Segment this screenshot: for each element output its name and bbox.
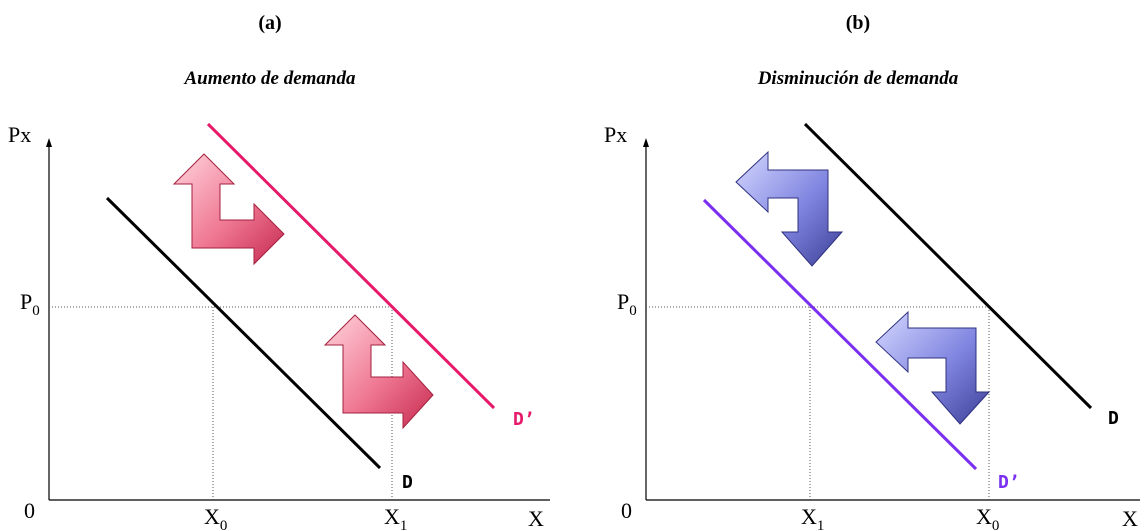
panel-b-origin-label: 0: [621, 498, 632, 523]
panel-b-curve-d-prime-label: D’: [998, 472, 1020, 493]
panel-b-shift-arrow-upper: [735, 150, 844, 267]
panel-a-x-left-label: X0: [204, 504, 227, 531]
panel-b-x-left-label: X1: [801, 504, 824, 531]
panel-a-shift-arrow-lower: [323, 314, 434, 430]
panel-a-price-label: P0: [20, 289, 40, 319]
panel-a-curve-d-label: D: [402, 472, 413, 493]
panel-b-demand-curve-d: [803, 122, 1093, 410]
panel-a-origin-label: 0: [24, 498, 35, 523]
panel-a: (a) Aumento de demanda Px X 0 P0 X0 X1 D…: [8, 12, 550, 531]
panel-a-y-label: Px: [8, 122, 31, 147]
panel-b-curve-d-label: D: [1108, 408, 1119, 429]
panel-b-price-label: P0: [617, 289, 637, 319]
panel-a-demand-curve-d: [105, 196, 382, 470]
panel-b-tag: (b): [846, 12, 870, 34]
panel-a-title: Aumento de demanda: [183, 68, 356, 89]
panel-b-x-label: X: [1122, 506, 1138, 531]
panel-b: (b) Disminución de demanda Px X 0 P0 X1 …: [604, 12, 1140, 531]
panel-b-x-right-label: X0: [976, 504, 999, 531]
panel-a-y-axis-arrow: [46, 138, 52, 147]
panel-a-x-label: X: [528, 506, 544, 531]
panel-a-tag: (a): [258, 12, 281, 34]
panel-b-title: Disminución de demanda: [757, 68, 959, 89]
panel-a-shift-arrow-upper: [172, 153, 285, 266]
panel-b-shift-arrow-lower: [875, 310, 991, 425]
panel-b-y-label: Px: [604, 122, 627, 147]
panel-a-curve-d-prime-label: D’: [513, 409, 535, 430]
panel-a-demand-curve-d-prime: [206, 122, 496, 410]
panel-a-x-right-label: X1: [384, 504, 407, 531]
panel-b-demand-curve-d-prime: [702, 198, 978, 471]
panel-b-y-axis-arrow: [643, 138, 649, 147]
